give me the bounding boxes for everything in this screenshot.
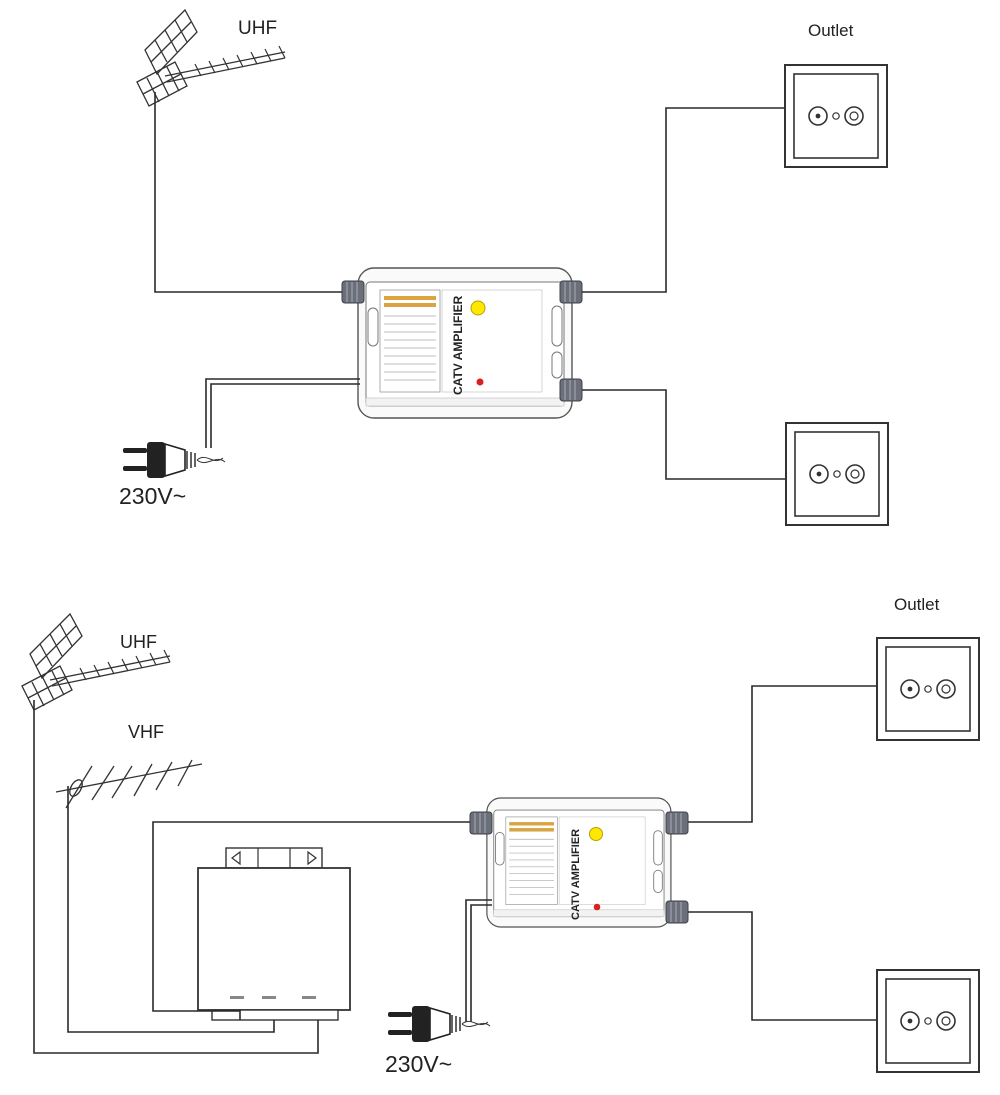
combiner-box — [197, 847, 351, 1021]
output-connector-1-icon — [559, 280, 583, 304]
power-label: 230V~ — [119, 483, 186, 509]
power-label-2: 230V~ — [385, 1051, 452, 1077]
uhf-label-2: UHF — [120, 632, 157, 652]
outlet-3-icon — [876, 637, 980, 741]
outlet-2-icon — [785, 422, 889, 526]
led-red-2-icon — [593, 903, 601, 911]
led-yellow-2-icon — [589, 827, 603, 841]
amplifier-label: CATV AMPLIFIER — [451, 295, 465, 395]
uhf-label: UHF — [238, 18, 277, 39]
vhf-antenna-icon — [55, 759, 203, 809]
amplifier-body-icon — [357, 267, 573, 419]
wires-diagram-2 — [33, 685, 877, 1054]
outlet-4-icon — [876, 969, 980, 1073]
output-connector-2-icon — [559, 378, 583, 402]
diagram-1: UHF Outlet CATV AMPLIFIER 230V~ — [119, 9, 889, 526]
wires-diagram-1 — [154, 92, 786, 480]
catv-amplifier: CATV AMPLIFIER — [357, 267, 573, 419]
outlet-1-icon — [784, 64, 888, 168]
power-plug-icon — [122, 441, 226, 479]
input-connector-icon — [341, 280, 365, 304]
amplifier-label-2: CATV AMPLIFIER — [570, 829, 582, 920]
output-connector-4-icon — [665, 900, 689, 924]
led-red-icon — [476, 378, 484, 386]
diagram-2: UHF VHF Outlet CATV AMPLIFIER — [21, 595, 980, 1077]
led-yellow-icon — [470, 300, 486, 316]
input-connector-2-icon — [469, 811, 493, 835]
outlet-label: Outlet — [808, 21, 854, 40]
vhf-label: VHF — [128, 722, 164, 742]
uhf-antenna-2-icon — [21, 613, 171, 711]
power-plug-2-icon — [387, 1005, 491, 1043]
outlet-label-2: Outlet — [894, 595, 940, 614]
catv-amplifier-2: CATV AMPLIFIER — [486, 797, 672, 928]
output-connector-3-icon — [665, 811, 689, 835]
